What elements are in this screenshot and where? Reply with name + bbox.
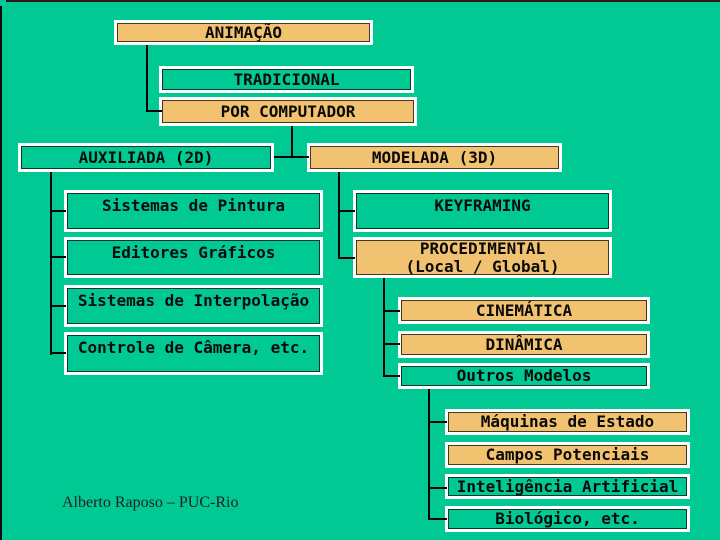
- node-outros-modelos: Outros Modelos: [398, 363, 650, 389]
- connector-line: [50, 305, 66, 307]
- node-label: PROCEDIMENTAL: [419, 238, 546, 258]
- node-label: Biológico, etc.: [495, 509, 640, 529]
- node-label: Máquinas de Estado: [480, 412, 655, 432]
- connector-line: [428, 421, 447, 423]
- node-label: ANIMAÇÃO: [204, 22, 283, 42]
- node-label: TRADICIONAL: [233, 69, 340, 89]
- connector-line: [428, 518, 447, 520]
- connector-line: [338, 172, 340, 259]
- node-label: Editores Gráficos: [111, 243, 276, 262]
- connector-line: [50, 352, 66, 354]
- node-label: AUXILIADA (2D): [78, 147, 214, 167]
- connector-line: [338, 210, 355, 212]
- top-edge-line: [6, 0, 720, 2]
- connector-line: [383, 343, 400, 345]
- node-label: POR COMPUTADOR: [220, 101, 356, 121]
- node-keyframing: KEYFRAMING: [353, 190, 612, 232]
- connector-line: [291, 126, 293, 158]
- node-procedimental: PROCEDIMENTAL(Local / Global): [353, 237, 612, 278]
- connector-line: [50, 210, 66, 212]
- connector-line: [50, 256, 66, 258]
- connector-line: [146, 110, 162, 112]
- node-label: Inteligência Artificial: [456, 476, 679, 496]
- node-label: Sistemas de Interpolação: [77, 291, 310, 310]
- node-label: Outros Modelos: [456, 366, 592, 386]
- node-label: (Local / Global): [405, 256, 560, 276]
- node-editores-graficos: Editores Gráficos: [64, 237, 323, 278]
- node-sistemas-de-interpolacao: Sistemas de Interpolação: [64, 285, 323, 327]
- connector-line: [274, 156, 309, 158]
- node-label: MODELADA (3D): [371, 147, 498, 167]
- connector-line: [50, 172, 52, 355]
- connector-line: [146, 45, 148, 112]
- connector-line: [428, 389, 430, 520]
- connector-line: [383, 310, 400, 312]
- node-animacao: ANIMAÇÃO: [114, 20, 373, 45]
- node-campos-potenciais: Campos Potenciais: [445, 442, 690, 468]
- node-label: DINÂMICA: [485, 334, 563, 354]
- node-auxiliada-2d: AUXILIADA (2D): [18, 143, 274, 172]
- node-controle-de-camera: Controle de Câmera, etc.: [64, 332, 323, 375]
- node-maquinas-de-estado: Máquinas de Estado: [445, 409, 690, 435]
- node-dinamica: DINÂMICA: [398, 331, 650, 358]
- node-label: Campos Potenciais: [485, 445, 650, 465]
- node-label: Controle de Câmera, etc.: [77, 338, 310, 357]
- node-inteligencia-artificial: Inteligência Artificial: [445, 474, 690, 499]
- node-tradicional: TRADICIONAL: [159, 66, 414, 93]
- left-edge-line: [0, 6, 2, 540]
- node-sistemas-de-pintura: Sistemas de Pintura: [64, 190, 323, 232]
- connector-line: [383, 278, 385, 377]
- node-por-computador: POR COMPUTADOR: [159, 97, 417, 126]
- node-label: Sistemas de Pintura: [101, 196, 286, 215]
- node-label: CINEMÁTICA: [475, 300, 573, 320]
- node-biologico-etc: Biológico, etc.: [445, 506, 690, 532]
- connector-line: [338, 257, 355, 259]
- node-cinematica: CINEMÁTICA: [398, 297, 650, 324]
- node-label: KEYFRAMING: [434, 196, 531, 215]
- connector-line: [428, 487, 447, 489]
- slide-footer-credit: Alberto Raposo – PUC-Rio: [62, 494, 239, 511]
- connector-line: [383, 375, 400, 377]
- node-modelada-3d: MODELADA (3D): [307, 143, 562, 172]
